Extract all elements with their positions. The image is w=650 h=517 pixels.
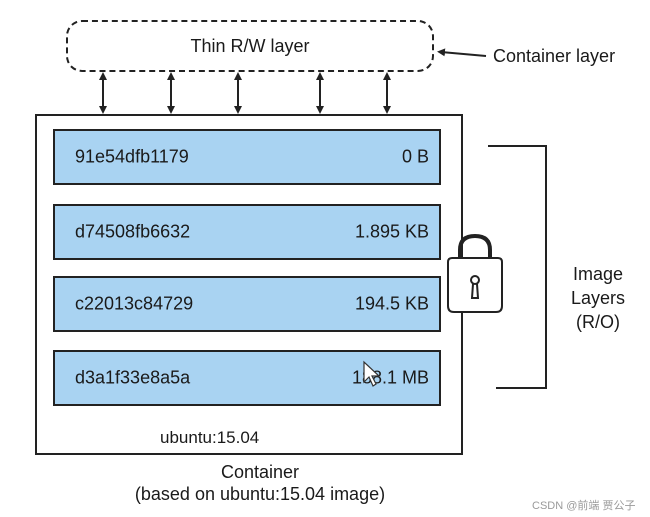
container-title: Container (based on ubuntu:15.04 image) [0,461,520,505]
container-layer-label: Container layer [493,46,616,66]
watermark: CSDN @前端 贾公子 [532,500,636,512]
mouse-cursor-icon [363,360,381,387]
container-title-line-1: Container [220,462,300,482]
image-layers-label-line-3: (R/O) [576,312,620,332]
layer-id: 91e54dfb1179 [75,146,189,167]
lock-icon [447,233,503,313]
image-layers-label-line-1: Image [572,264,624,284]
image-layer-4: d3a1f33e8a5a 188.1 MB [53,350,441,406]
layer-id: d3a1f33e8a5a [75,367,191,388]
image-layer-3: c22013c84729 194.5 KB [53,276,441,332]
image-layer-1: 91e54dfb1179 0 B [53,129,441,185]
image-layers-label-line-2: Layers [570,288,626,308]
thin-rw-layer-label: Thin R/W layer [190,35,310,56]
container-title-line-2: (based on ubuntu:15.04 image) [134,484,386,504]
layer-id: d74508fb6632 [75,221,191,242]
base-image-label: ubuntu:15.04 [160,428,260,447]
image-layers-bracket [488,145,547,389]
layer-id: c22013c84729 [75,293,194,314]
layer-size: 1.895 KB [354,221,429,242]
layer-size: 0 B [401,146,429,167]
image-layers-label: Image Layers (R/O) [558,262,638,334]
rw-arrows [99,72,391,114]
thin-rw-layer-box: Thin R/W layer [66,20,434,72]
layer-size: 194.5 KB [354,293,429,314]
container-layer-arrow [437,48,487,57]
image-layer-2: d74508fb6632 1.895 KB [53,204,441,260]
